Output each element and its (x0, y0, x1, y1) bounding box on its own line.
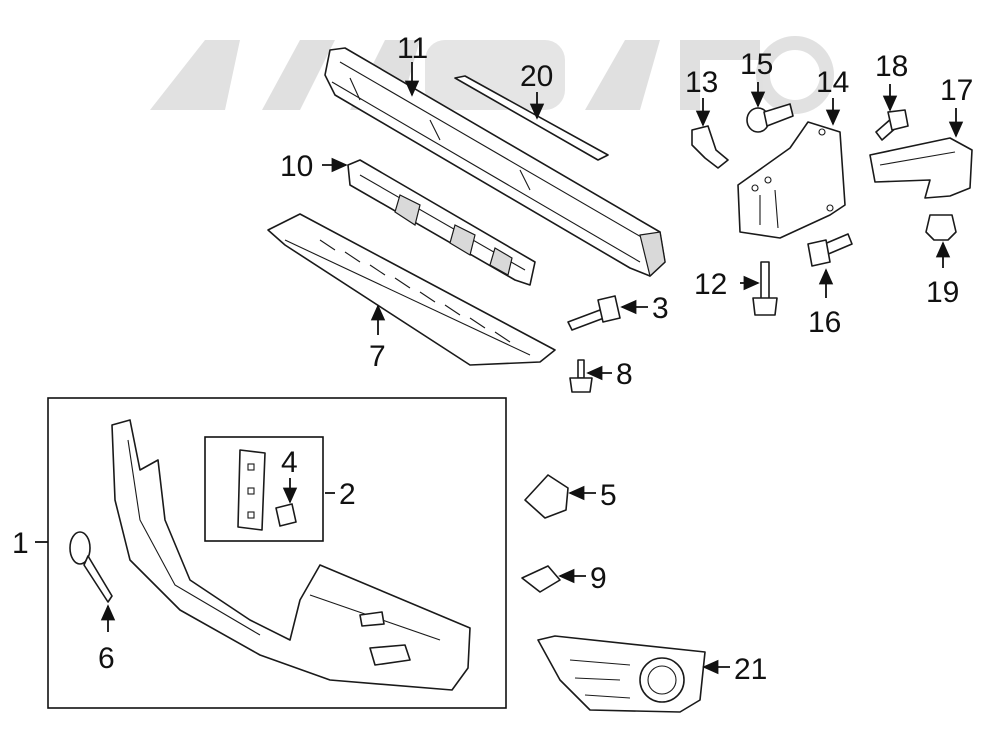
part-5-bracket (524, 474, 569, 519)
callout-10: 10 (280, 150, 313, 183)
callout-1: 1 (12, 527, 29, 560)
part-15-bolt (746, 103, 794, 133)
callout-8: 8 (616, 358, 633, 391)
part-18-screw (875, 109, 909, 141)
part-9-clip (521, 565, 561, 593)
part-12-bolt (752, 261, 778, 316)
callout-5: 5 (600, 479, 617, 512)
callout-2: 2 (339, 478, 356, 511)
callout-19: 19 (926, 276, 959, 309)
part-2-bracket-strip (237, 449, 266, 531)
callout-20: 20 (520, 60, 553, 93)
part-8-bolt (569, 359, 593, 393)
callout-6: 6 (98, 642, 115, 675)
callout-9: 9 (590, 562, 607, 595)
callout-18: 18 (875, 50, 908, 83)
part-17-side-bracket (869, 137, 973, 199)
part-19-nut (925, 214, 957, 241)
callout-13: 13 (685, 66, 718, 99)
callout-7: 7 (369, 340, 386, 373)
part-4-clip (275, 503, 297, 527)
callout-15: 15 (740, 48, 773, 81)
part-11-reinforcement-beam (324, 47, 666, 278)
part-6-nozzle-cover (69, 531, 113, 603)
callout-4: 4 (281, 446, 298, 479)
part-13-clip (691, 125, 729, 169)
bumper-cover-group-box (47, 397, 507, 709)
callout-16: 16 (808, 306, 841, 339)
callout-21: 21 (734, 653, 767, 686)
callout-14: 14 (816, 66, 849, 99)
part-3-bolt (567, 295, 621, 331)
callout-17: 17 (940, 74, 973, 107)
bracket-sub-box (204, 436, 324, 542)
part-21-fog-grille (537, 635, 706, 713)
watermark-logo (150, 36, 834, 114)
part-7-lower-deflector (267, 213, 556, 366)
part-1-bumper-cover (111, 419, 471, 691)
part-10-energy-absorber (347, 159, 536, 286)
callout-11: 11 (397, 32, 428, 65)
part-14-mounting-bracket (737, 121, 846, 239)
callout-12: 12 (694, 268, 727, 301)
leader-lines (35, 62, 964, 675)
callout-3: 3 (652, 292, 669, 325)
part-16-bolt (807, 233, 853, 267)
